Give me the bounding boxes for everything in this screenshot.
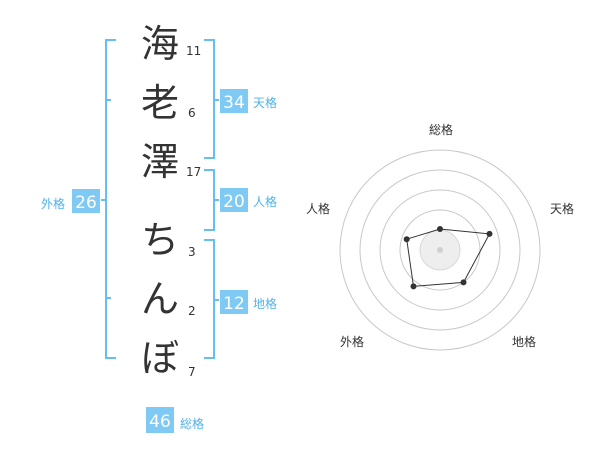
stroke-counts: 11 6 17 3 2 7 xyxy=(186,44,201,379)
chikaku-value: 12 xyxy=(223,294,245,314)
radar-chart: 総格 天格 地格 外格 人格 xyxy=(306,122,574,351)
radar-ring-1 xyxy=(399,209,481,291)
gaikaku-bracket xyxy=(101,39,116,359)
chikaku-badge-box xyxy=(220,290,248,314)
stroke-count-6: 7 xyxy=(188,365,196,379)
chikaku-bracket xyxy=(204,239,219,359)
name-char-4: ち xyxy=(141,218,179,262)
jinkaku-value: 20 xyxy=(223,192,245,212)
radar-ring-4 xyxy=(339,149,541,351)
name-char-2: 老 xyxy=(141,81,179,125)
soukaku-label: 総格 xyxy=(180,416,204,431)
gaikaku-value: 26 xyxy=(75,193,97,213)
tenkaku-label: 天格 xyxy=(253,95,277,110)
radar-point-soukaku xyxy=(437,226,443,232)
radar-axis-label-jinkaku: 人格 xyxy=(306,201,330,216)
name-char-6: ぼ xyxy=(141,336,179,380)
radar-ring-2 xyxy=(379,189,501,311)
jinkaku-badge: 20 人格 xyxy=(220,188,277,212)
jinkaku-bracket xyxy=(204,169,219,231)
stroke-count-1: 11 xyxy=(186,44,201,58)
jinkaku-label: 人格 xyxy=(253,194,277,209)
chikaku-label: 地格 xyxy=(253,296,277,311)
radar-point-chikaku xyxy=(460,279,467,286)
stroke-count-5: 2 xyxy=(188,304,196,318)
radar-value-points xyxy=(403,226,493,290)
radar-axis-label-soukaku: 総格 xyxy=(429,122,453,137)
name-char-3: 澤 xyxy=(141,140,179,184)
radar-axis-label-gaikaku: 外格 xyxy=(340,334,364,349)
tenkaku-badge: 34 天格 xyxy=(220,89,277,113)
soukaku-badge-box xyxy=(146,407,174,433)
soukaku-value: 46 xyxy=(149,412,171,432)
stroke-count-2: 6 xyxy=(188,106,196,120)
gaikaku-badge: 外格 26 xyxy=(41,189,100,213)
gaikaku-badge-box xyxy=(72,189,100,213)
gaikaku-label: 外格 xyxy=(41,196,65,211)
name-characters: 海 老 澤 ち ん ぼ xyxy=(141,22,179,380)
brackets xyxy=(101,39,219,359)
name-char-5: ん xyxy=(141,277,179,321)
stroke-count-3: 17 xyxy=(186,165,201,179)
name-char-1: 海 xyxy=(141,22,179,66)
chikaku-badge: 12 地格 xyxy=(220,290,277,314)
radar-ring-3 xyxy=(359,169,521,331)
fortune-badges: 34 天格 20 人格 12 地格 外格 26 46 総格 xyxy=(41,89,277,433)
radar-point-tenkaku xyxy=(486,230,493,237)
tenkaku-value: 34 xyxy=(223,93,245,113)
radar-point-jinkaku xyxy=(403,236,410,243)
stroke-count-4: 3 xyxy=(188,245,196,259)
jinkaku-badge-box xyxy=(220,188,248,212)
radar-axis-label-chikaku: 地格 xyxy=(512,334,536,349)
radar-point-gaikaku xyxy=(410,283,417,290)
soukaku-badge: 46 総格 xyxy=(146,407,204,433)
radar-center-dot xyxy=(437,247,443,253)
tenkaku-bracket xyxy=(204,39,219,159)
tenkaku-badge-box xyxy=(220,89,248,113)
radar-axis-label-tenkaku: 天格 xyxy=(550,201,574,216)
radar-value-polygon xyxy=(406,228,491,287)
